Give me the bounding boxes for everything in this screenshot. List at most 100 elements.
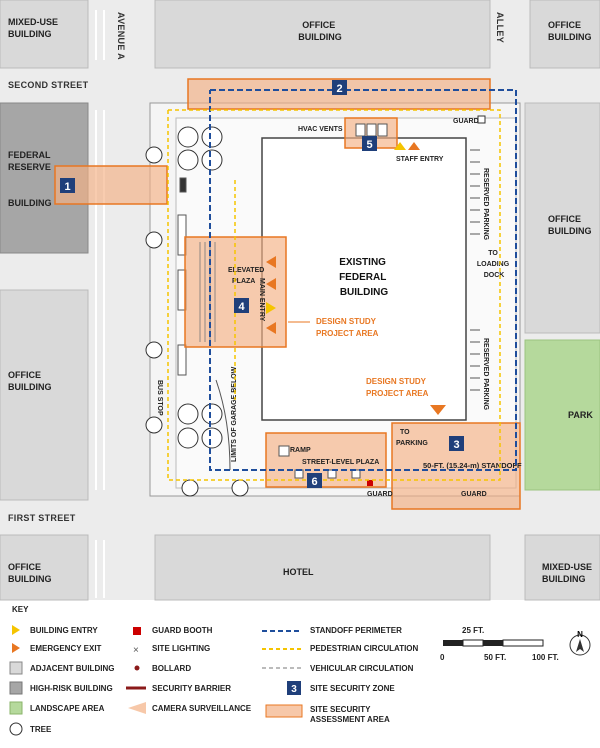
reserved-parking-stripes: [470, 149, 480, 391]
tree: [201, 427, 223, 449]
key-adjacent-building: ADJACENT BUILDING: [30, 664, 114, 673]
trees-group: [145, 126, 249, 497]
key-vehicular-circulation: VEHICULAR CIRCULATION: [310, 664, 414, 673]
garage-limit-line: [215, 379, 231, 471]
second-street-label: SECOND STREET: [8, 80, 89, 90]
main-entry-arrows: [266, 256, 276, 334]
mixed-use-building-tl: [0, 0, 89, 69]
camera-surveillance-icon: [128, 702, 146, 714]
emergency-exit-icon: [266, 256, 276, 268]
guard-booth-bottom: [367, 480, 373, 486]
tree-icon: [9, 722, 23, 736]
emergency-exit-icon: [408, 142, 420, 150]
hvac-vents: [355, 123, 388, 137]
tree: [145, 341, 163, 359]
mixed-use-tl-label: MIXED-USE BUILDING: [8, 17, 61, 39]
park-label: PARK: [568, 410, 593, 420]
street-plaza-furniture: [278, 445, 361, 479]
key-bollard: BOLLARD: [152, 664, 191, 673]
office-building-bl: [0, 534, 89, 601]
landscape-swatch: [9, 701, 23, 715]
scale-tick-0: 0: [440, 653, 445, 662]
assessment-area-icon: [265, 704, 303, 718]
zone-badge-1[interactable]: [60, 178, 75, 193]
alley-label: ALLEY: [495, 12, 505, 43]
adjacent-building-swatch: [9, 661, 23, 675]
guard-top-label: GUARD: [453, 118, 479, 125]
zone-badges: 1 2 3 4 5 6: [60, 80, 464, 488]
guard-br-label: GUARD: [461, 491, 487, 498]
existing-federal-label: EXISTING FEDERAL BUILDING: [339, 257, 389, 298]
assessment-area-6[interactable]: [265, 432, 387, 488]
key-security-barrier: SECURITY BARRIER: [152, 684, 231, 693]
zone-6-number: 6: [311, 476, 317, 488]
zone-2-number: 2: [336, 83, 342, 95]
key-zone-sample: 3: [291, 684, 297, 695]
emergency-exit-icon: [266, 322, 276, 334]
key-standoff-perimeter: STANDOFF PERIMETER: [310, 626, 402, 635]
zone-badge-4[interactable]: [234, 298, 249, 313]
key-camera-surveillance: CAMERA SURVEILLANCE: [152, 704, 252, 713]
key-tree: TREE: [30, 725, 52, 734]
site-lighting-icon: ×: [133, 645, 139, 656]
tree: [145, 416, 163, 434]
key-high-risk-building: HIGH-RISK BUILDING: [30, 684, 113, 693]
zone-5-number: 5: [366, 139, 372, 151]
building-entry-icon: [266, 302, 276, 314]
key-title: KEY: [12, 605, 29, 614]
key-pedestrian-circulation: PEDESTRIAN CIRCULATION: [310, 644, 419, 653]
tree: [201, 126, 223, 148]
zone-4-number: 4: [238, 301, 245, 313]
key-emergency-exit: EMERGENCY EXIT: [30, 644, 102, 653]
standoff-perimeter: [209, 89, 517, 471]
zone-badge-5[interactable]: [362, 136, 377, 151]
zone-3-number: 3: [453, 439, 459, 451]
north-arrow-pointer: [576, 639, 584, 652]
emergency-exit-icon: [430, 405, 446, 415]
tree: [177, 403, 199, 425]
main-entry-label: MAIN ENTRY: [258, 278, 265, 322]
elevated-plaza-label: ELEVATED PLAZA: [228, 267, 266, 285]
key-site-security-zone: SITE SECURITY ZONE: [310, 684, 395, 693]
first-street-label: FIRST STREET: [8, 513, 76, 523]
office-bl-label: OFFICE BUILDING: [8, 562, 52, 584]
tree: [177, 427, 199, 449]
to-loading-dock-label: TO LOADING DOCK: [477, 250, 511, 279]
federal-reserve-label: FEDERAL RESERVE BUILDING: [8, 150, 53, 208]
limits-garage-label: LIMITS OF GARAGE BELOW: [231, 366, 238, 462]
office-building-right: [524, 102, 600, 334]
mixed-use-br-label: MIXED-USE BUILDING: [542, 562, 595, 584]
tree: [201, 149, 223, 171]
site-security-zone-icon: [287, 681, 301, 695]
key-assessment-area: SITE SECURITY ASSESSMENT AREA: [310, 705, 390, 724]
street-level-plaza-label: STREET-LEVEL PLAZA: [302, 459, 379, 466]
high-risk-swatch: [9, 681, 23, 695]
office-building-tr: [529, 0, 600, 69]
office-building-left: [0, 289, 89, 501]
reserved-parking-label-1: RESERVED PARKING: [482, 168, 489, 241]
scale-tick-50: 50 FT.: [484, 653, 506, 662]
key-landscape-area: LANDSCAPE AREA: [30, 704, 105, 713]
emergency-exit-icon: [12, 643, 20, 653]
office-top-label: OFFICE BUILDING: [298, 20, 342, 42]
scale-bar: [443, 639, 544, 647]
tree: [181, 479, 199, 497]
hotel-building: [154, 534, 491, 601]
key-guard-booth: GUARD BOOTH: [152, 626, 213, 635]
zone-badge-6[interactable]: [307, 473, 322, 488]
building-entry-icon: [394, 142, 406, 150]
hvac-vents-label: HVAC VENTS: [298, 126, 343, 133]
emergency-exit-icon: [266, 278, 276, 290]
bollard-icon: [134, 665, 140, 671]
zone-badge-3[interactable]: [449, 436, 464, 451]
office-building-top: [154, 0, 491, 69]
tree: [145, 146, 163, 164]
zone-1-number: 1: [64, 181, 70, 193]
reserved-parking-label-2: RESERVED PARKING: [482, 338, 489, 411]
avenue-a-label: AVENUE A: [116, 12, 126, 60]
tree: [177, 126, 199, 148]
zone-badge-2[interactable]: [332, 80, 347, 95]
guard-booth-icon: [133, 627, 141, 635]
tree: [201, 403, 223, 425]
